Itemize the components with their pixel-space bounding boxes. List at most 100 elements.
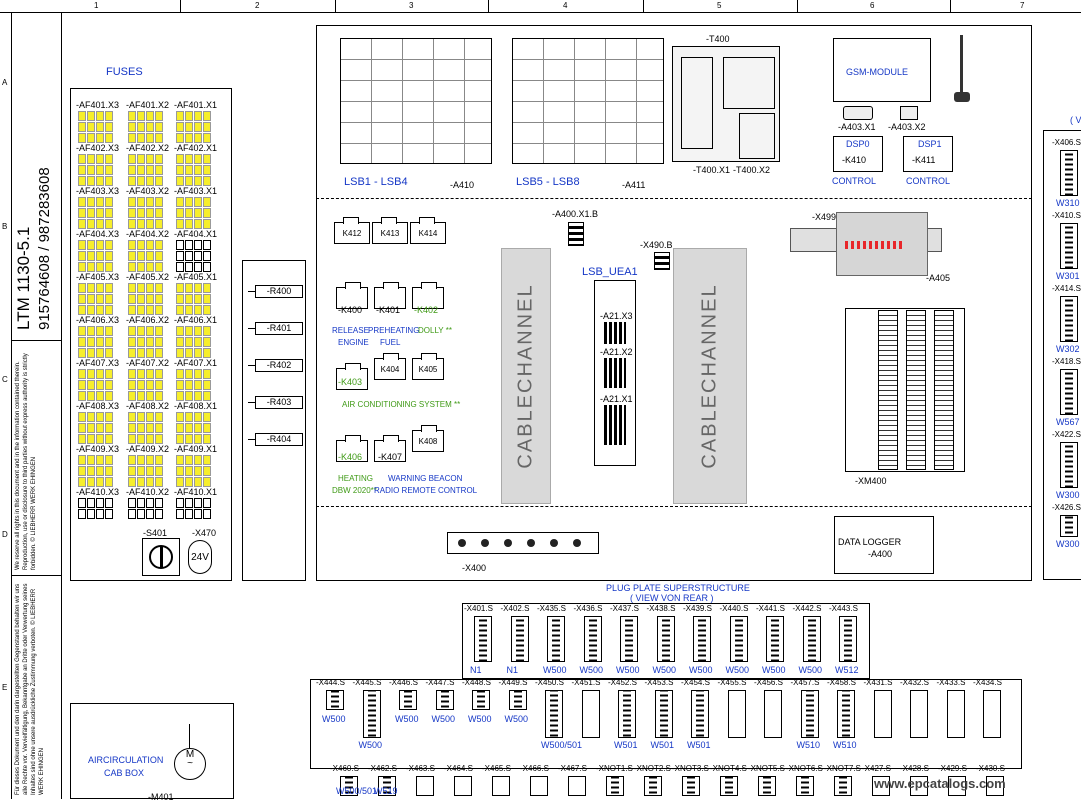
fuse-block[interactable] [176, 111, 211, 143]
plug-connector[interactable] [340, 776, 358, 796]
plug-connector[interactable] [800, 690, 819, 738]
plug-connector[interactable] [986, 776, 1004, 796]
plug-connector[interactable] [568, 776, 586, 796]
fuse-block[interactable] [128, 283, 163, 315]
fuse-block[interactable] [176, 326, 211, 358]
resistor[interactable]: -R403 [255, 396, 303, 409]
plug-connector[interactable] [474, 616, 492, 662]
plug-connector[interactable] [1060, 442, 1078, 488]
fuse-block[interactable] [128, 498, 163, 519]
dsp0-box[interactable] [833, 136, 883, 172]
plug-connector[interactable] [416, 776, 434, 796]
resistor[interactable]: -R400 [255, 285, 303, 298]
relay-k407[interactable] [374, 435, 406, 462]
plug-connector[interactable] [583, 616, 602, 662]
plug-connector[interactable] [983, 690, 1001, 738]
fuse-block[interactable] [78, 369, 113, 401]
fuse-block[interactable] [78, 154, 113, 186]
plug-connector[interactable] [837, 690, 855, 738]
plug-connector[interactable] [530, 776, 548, 796]
fuse-block[interactable] [176, 154, 211, 186]
lsb1-lsb4-board[interactable] [340, 38, 492, 164]
relay-k408[interactable]: K408 [412, 425, 444, 452]
lsb-uea1-board[interactable] [594, 280, 636, 466]
plug-connector[interactable] [873, 690, 892, 738]
plug-connector[interactable] [727, 690, 746, 738]
resistor[interactable]: -R404 [255, 433, 303, 446]
fuse-block[interactable] [176, 412, 211, 444]
plug-connector[interactable] [720, 776, 738, 796]
fuse-block[interactable] [78, 498, 113, 519]
plug-connector[interactable] [946, 690, 965, 738]
fuse-block[interactable] [128, 326, 163, 358]
a405-module[interactable] [836, 212, 928, 276]
plug-connector[interactable] [326, 690, 344, 710]
fuse-block[interactable] [78, 283, 113, 315]
plug-connector[interactable] [948, 776, 966, 796]
fuse-block[interactable] [78, 326, 113, 358]
fuse-block[interactable] [176, 197, 211, 229]
xm400-block[interactable] [845, 308, 965, 472]
relay-k400[interactable] [336, 282, 368, 309]
fuse-block[interactable] [78, 455, 113, 487]
data-logger[interactable] [834, 516, 934, 574]
plug-connector[interactable] [492, 776, 510, 796]
plug-connector[interactable] [644, 776, 662, 796]
plug-connector[interactable] [796, 776, 814, 796]
plug-connector[interactable] [1060, 296, 1078, 342]
resistor[interactable]: -R401 [255, 322, 303, 335]
plug-connector[interactable] [654, 690, 673, 738]
plug-connector[interactable] [618, 690, 636, 738]
relay-k413[interactable]: K413 [372, 217, 408, 244]
plug-connector[interactable] [764, 690, 782, 738]
relay-k414[interactable]: K414 [410, 217, 446, 244]
plug-connector[interactable] [758, 776, 776, 796]
fuse-block[interactable] [78, 197, 113, 229]
relay-k405[interactable]: K405 [412, 353, 444, 380]
plug-connector[interactable] [545, 690, 563, 738]
fuse-block[interactable] [78, 412, 113, 444]
gsm-module[interactable] [833, 38, 931, 102]
plug-connector[interactable] [362, 690, 381, 738]
relay-k406[interactable] [336, 435, 368, 462]
plug-connector[interactable] [510, 616, 529, 662]
fuse-block[interactable] [78, 240, 113, 272]
dsp1-box[interactable] [903, 136, 953, 172]
plug-connector[interactable] [834, 776, 852, 796]
plug-connector[interactable] [1060, 369, 1078, 415]
plug-connector[interactable] [910, 776, 928, 796]
fuse-block[interactable] [128, 369, 163, 401]
fuse-block[interactable] [128, 240, 163, 272]
resistor[interactable]: -R402 [255, 359, 303, 372]
plug-connector[interactable] [620, 616, 638, 662]
plug-connector[interactable] [378, 776, 396, 796]
fuse-block[interactable] [128, 197, 163, 229]
lsb5-lsb8-board[interactable] [512, 38, 664, 164]
plug-connector[interactable] [1060, 515, 1078, 537]
fuse-block[interactable] [176, 369, 211, 401]
fuse-block[interactable] [128, 154, 163, 186]
fuse-block[interactable] [78, 111, 113, 143]
plug-connector[interactable] [547, 616, 565, 662]
plug-connector[interactable] [729, 616, 748, 662]
plug-connector[interactable] [1060, 150, 1078, 196]
plug-connector[interactable] [839, 616, 857, 662]
fuse-block[interactable] [176, 498, 211, 519]
plug-connector[interactable] [682, 776, 700, 796]
relay-k403[interactable] [336, 363, 368, 390]
plug-connector[interactable] [606, 776, 624, 796]
fuse-block[interactable] [176, 240, 211, 272]
plug-connector[interactable] [399, 690, 417, 710]
x400-terminal-strip[interactable] [447, 532, 599, 554]
plug-connector[interactable] [910, 690, 928, 738]
fuse-block[interactable] [128, 412, 163, 444]
relay-k402[interactable] [412, 282, 444, 309]
plug-connector[interactable] [1060, 223, 1078, 269]
plug-connector[interactable] [472, 690, 490, 710]
selector-switch-s401[interactable] [142, 538, 180, 576]
plug-connector[interactable] [872, 776, 890, 796]
plug-connector[interactable] [766, 616, 784, 662]
plug-connector[interactable] [656, 616, 675, 662]
t400-module[interactable] [672, 46, 780, 162]
plug-connector[interactable] [454, 776, 472, 796]
